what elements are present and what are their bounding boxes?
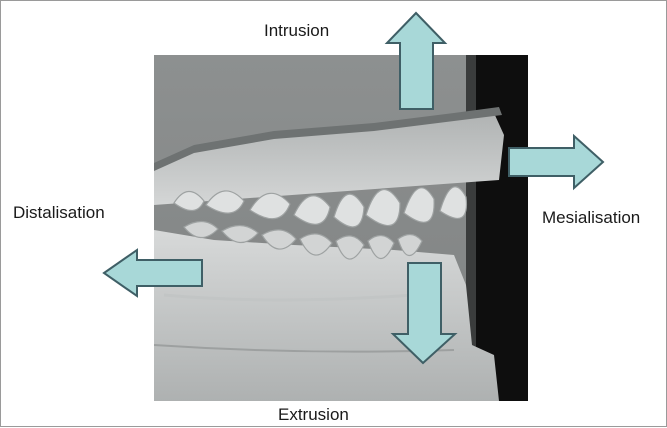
label-distalisation: Distalisation — [13, 203, 105, 223]
arrow-down-icon — [393, 263, 455, 363]
arrow-up-icon — [387, 13, 445, 109]
arrow-right-icon — [509, 136, 603, 188]
label-mesialisation: Mesialisation — [542, 208, 640, 228]
label-extrusion: Extrusion — [278, 405, 349, 425]
label-intrusion: Intrusion — [264, 21, 329, 41]
arrow-left-icon — [104, 250, 202, 296]
